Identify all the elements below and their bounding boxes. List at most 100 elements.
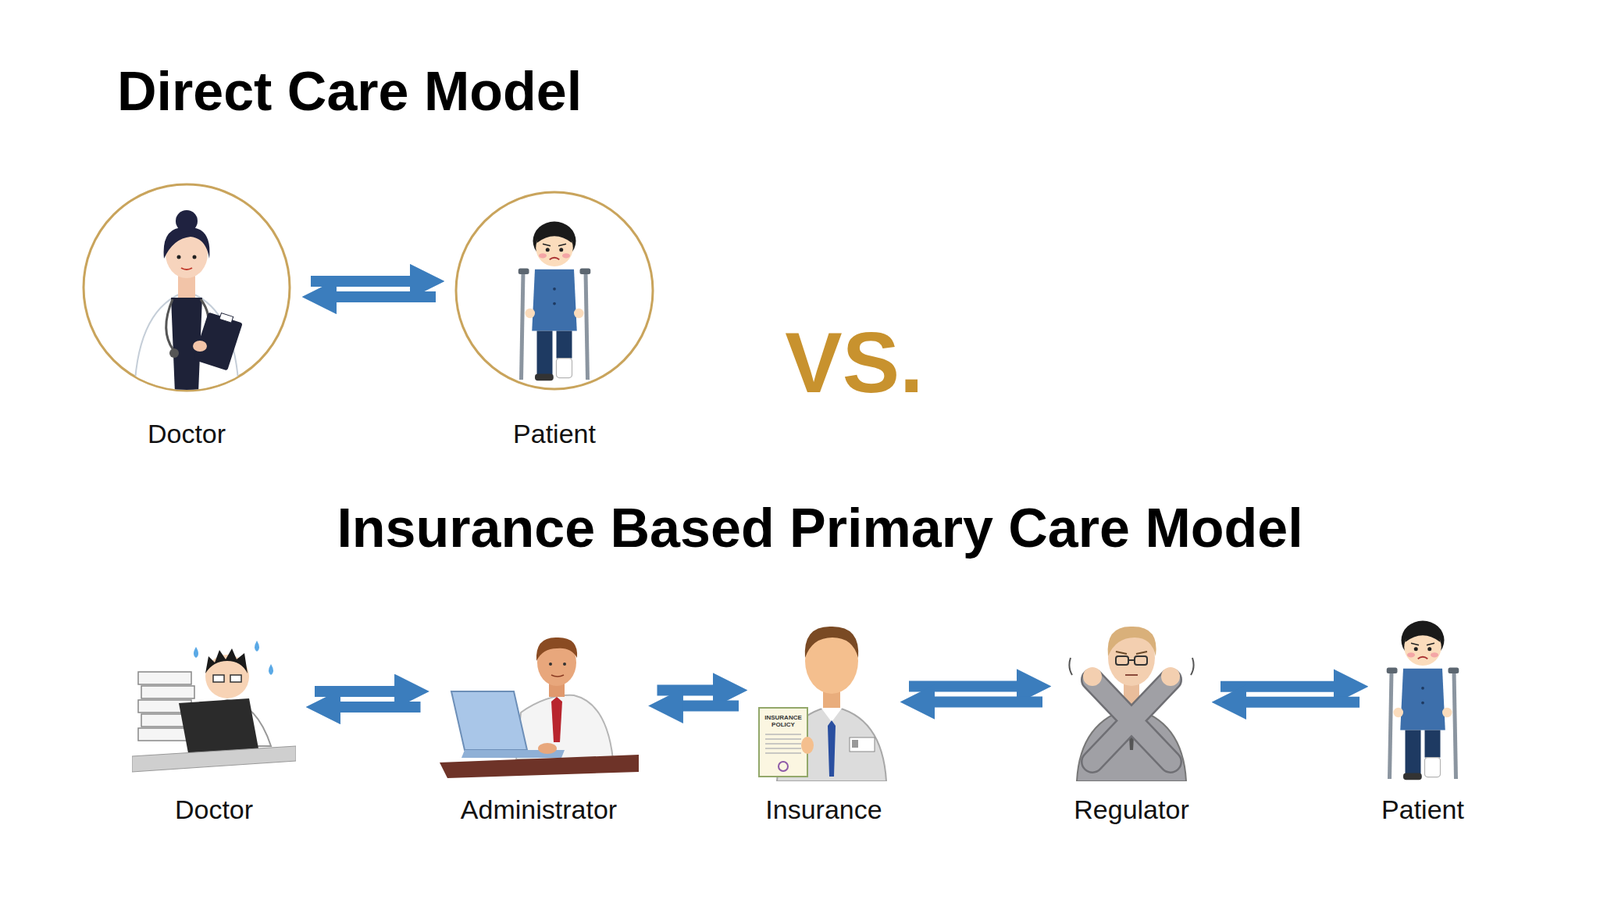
- figure-illustration: [1383, 612, 1462, 781]
- versus-label: VS.: [784, 315, 923, 410]
- figure-part: [1421, 686, 1425, 690]
- figure-part: [1386, 667, 1398, 674]
- figure-part: [551, 674, 564, 677]
- double-arrow: [1220, 686, 1360, 703]
- figure-label: Doctor: [147, 417, 226, 449]
- figure-part: [1092, 679, 1171, 762]
- figure-illustration: [131, 616, 296, 781]
- figure-part: [1421, 701, 1425, 705]
- figure-part: [1430, 652, 1439, 657]
- figure-part: [1442, 707, 1453, 718]
- figure-part: [521, 272, 524, 381]
- figure-label: Insurance: [765, 793, 882, 825]
- figure-part: [219, 313, 234, 324]
- figure-part: [549, 257, 560, 261]
- figure-part: [439, 754, 639, 778]
- figure-part: [1069, 657, 1194, 675]
- figure-part: [1418, 656, 1429, 660]
- figure-part: [805, 626, 859, 658]
- section-title: Insurance Based Primary Care Model: [336, 496, 1303, 560]
- figure-node: Patient: [454, 190, 655, 449]
- figure-part: [537, 225, 573, 244]
- figure-part: [1115, 655, 1129, 665]
- arrow-shaft: [924, 696, 1043, 708]
- figure-part: [134, 210, 243, 393]
- figure-part: [819, 705, 844, 722]
- figure-part: [827, 719, 836, 777]
- figure-part: [556, 358, 573, 378]
- figure-part: [1389, 671, 1392, 780]
- figure-label: Administrator: [460, 793, 617, 825]
- figure-part: [1083, 666, 1102, 686]
- figure-part: [516, 694, 613, 760]
- figure-part: [1407, 652, 1415, 657]
- figure-part: [1161, 666, 1180, 686]
- figure-illustration: [454, 190, 655, 391]
- figure-part: [562, 253, 571, 258]
- figure-part: [178, 698, 259, 753]
- figure-part: [1414, 646, 1419, 651]
- figure-part: [1424, 730, 1440, 758]
- figure-part: [545, 247, 550, 252]
- figure-part: [518, 268, 530, 275]
- figure-part: [1115, 651, 1148, 654]
- figure-part: [138, 671, 192, 685]
- figure-part: [548, 662, 553, 666]
- figure-node: Administrator: [439, 616, 639, 825]
- figure-node: Regulator: [1061, 601, 1202, 825]
- figure-part: [849, 737, 875, 752]
- figure-illustration: [439, 616, 639, 781]
- figure-part: [268, 663, 274, 675]
- figure-part: [192, 311, 243, 371]
- figure-part: [181, 267, 193, 270]
- figure-part: [778, 761, 788, 771]
- arrow-shaft: [673, 700, 740, 712]
- figure-part: [1427, 646, 1432, 651]
- figure-part: [585, 272, 588, 381]
- figure-part: [563, 662, 567, 666]
- figure-part: [192, 255, 197, 260]
- figure-part: [765, 747, 802, 749]
- figure-part: [525, 308, 536, 319]
- arrow-shaft: [657, 684, 724, 696]
- figure-part: [538, 742, 557, 754]
- figure-part: [573, 308, 585, 319]
- figure-part: [1386, 620, 1460, 781]
- figure-part: [1411, 642, 1435, 645]
- figure-node: Doctor: [131, 616, 296, 825]
- figure-label: Patient: [513, 417, 596, 449]
- figure-illustration: [1061, 601, 1202, 781]
- double-arrow: [657, 690, 740, 706]
- figure-part: [851, 739, 859, 748]
- figure-part: [1453, 671, 1457, 780]
- figure-part: [552, 302, 556, 306]
- figure-part: [542, 243, 567, 246]
- document-text: INSURANCE POLICY: [760, 713, 806, 728]
- figure-part: [537, 331, 553, 375]
- arrow-shaft: [908, 680, 1027, 692]
- figure-part: [205, 648, 248, 674]
- figure-part: [801, 736, 814, 754]
- figure-part: [177, 255, 182, 260]
- figure-part: [192, 340, 207, 352]
- figure-part: [230, 674, 242, 682]
- figure-part: [1393, 707, 1404, 718]
- figure-part: [213, 674, 225, 682]
- arrow-shaft: [314, 685, 406, 697]
- figure-part: [1447, 667, 1459, 674]
- figure-part: [535, 637, 577, 661]
- figure-label: Patient: [1381, 793, 1465, 825]
- figure-part: [1404, 624, 1440, 643]
- figure-part: [175, 210, 198, 232]
- double-arrow: [908, 686, 1043, 703]
- figure-part: [765, 742, 802, 745]
- figure-part: [141, 685, 195, 699]
- figure-label: Regulator: [1073, 793, 1189, 825]
- figure-node: Doctor: [81, 181, 293, 449]
- figure-part: [538, 253, 547, 258]
- figure-part: [1108, 626, 1157, 656]
- double-arrow: [314, 691, 421, 707]
- diagram-title: Direct Care Model: [117, 60, 582, 123]
- figure-part: [193, 646, 199, 658]
